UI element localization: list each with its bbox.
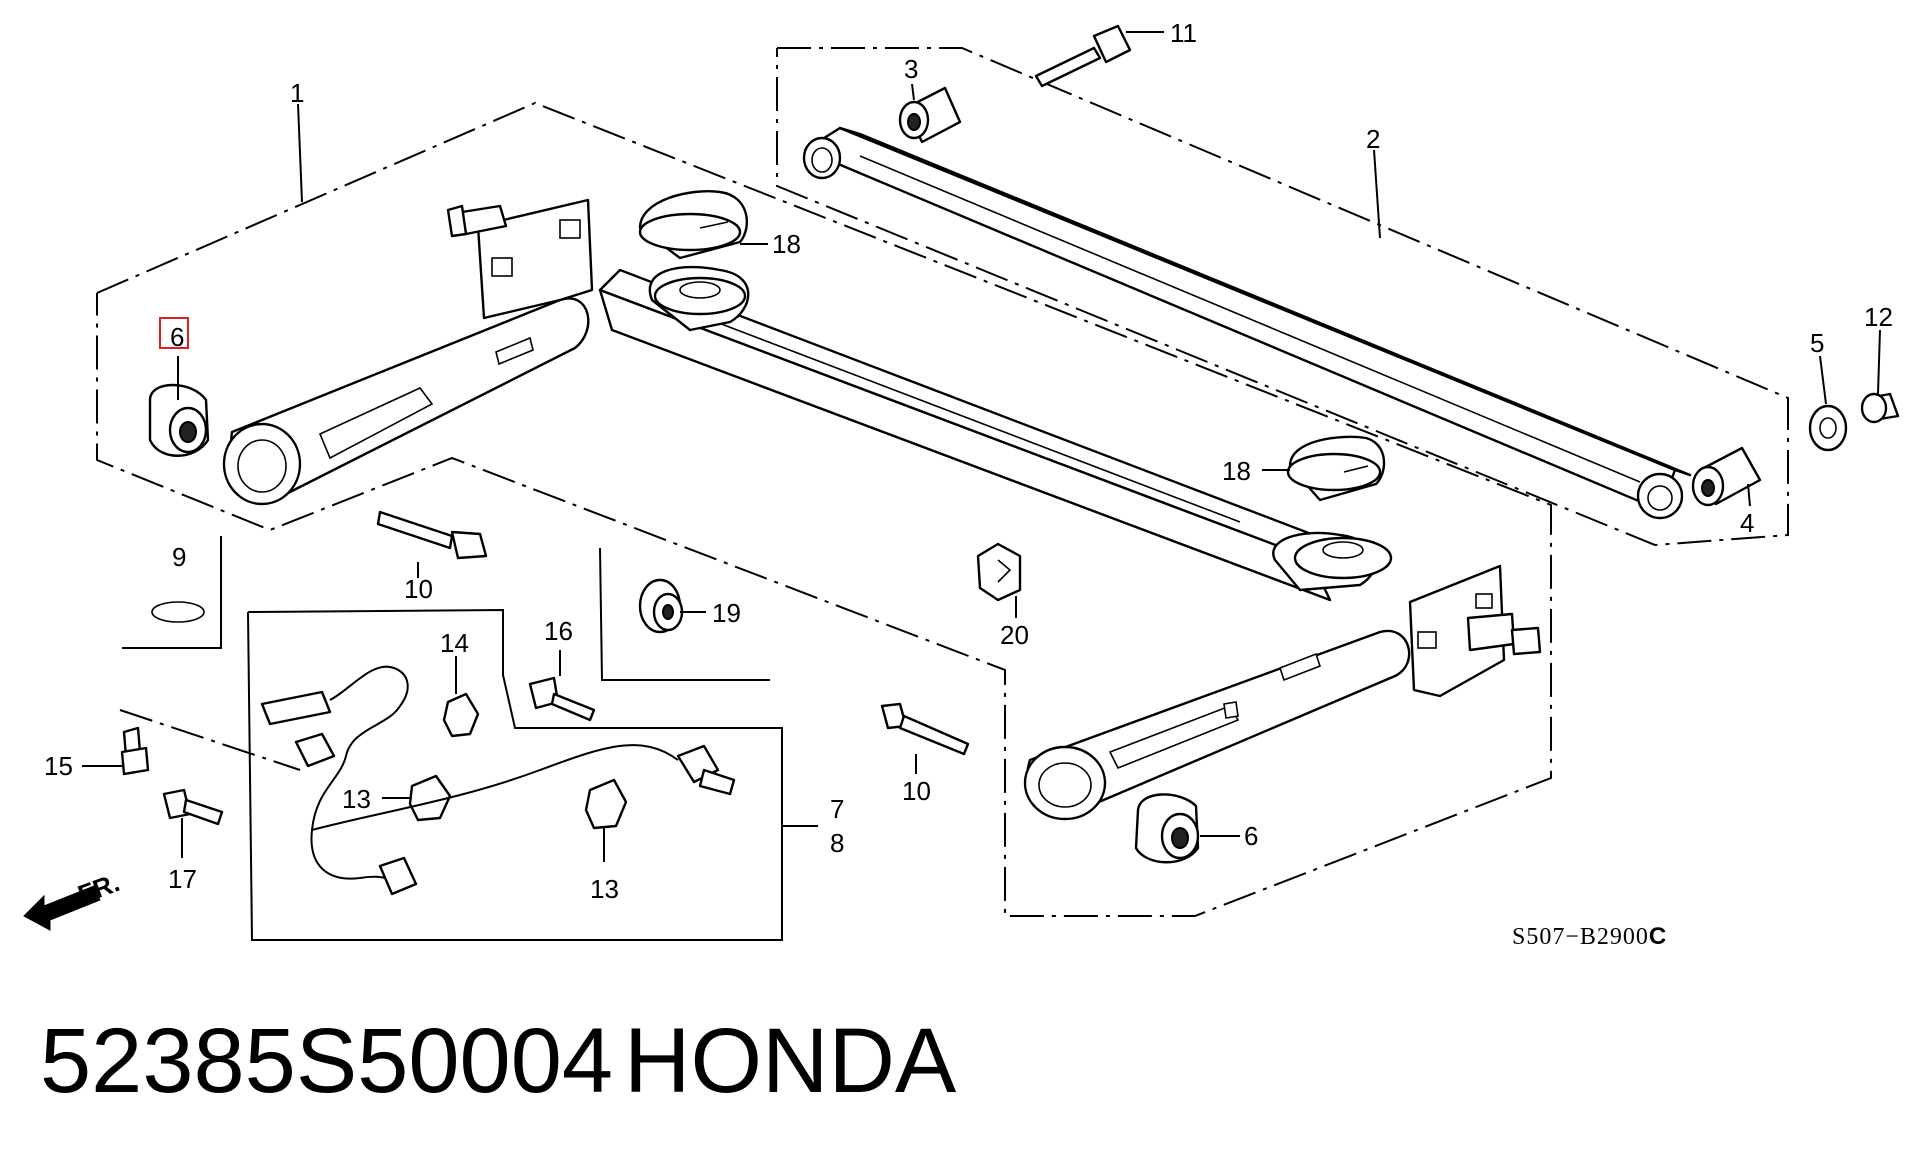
group-outlines [96, 47, 1789, 941]
callout-16: 16 [544, 616, 573, 646]
front-arrow: FR. [23, 867, 124, 931]
callout-15: 15 [44, 751, 73, 781]
callout-9: 9 [172, 542, 186, 572]
front-indicator-text: FR. [74, 867, 124, 910]
callout-10-bottom: 10 [902, 776, 931, 806]
abs-sensor-harness [260, 665, 736, 896]
callout-13-left: 13 [342, 784, 371, 814]
part-20-clip [976, 542, 1022, 602]
callout-18-right: 18 [1222, 456, 1251, 486]
part-10-bolt-top [376, 510, 488, 560]
lateral-rod [802, 126, 1692, 520]
part-16-bolt [528, 676, 596, 722]
reference-code-suffix: C [1649, 923, 1667, 950]
callout-8: 8 [830, 828, 844, 858]
part-12-nut [1860, 392, 1900, 424]
callout-18-top: 18 [772, 229, 801, 259]
part-15-bolt [120, 726, 150, 776]
part-11-bolt [1034, 24, 1132, 88]
part-14-clip [442, 692, 480, 738]
callout-14: 14 [440, 628, 469, 658]
part-4-bushing [1691, 446, 1762, 507]
callout-11: 11 [1170, 18, 1197, 48]
callout-10-top: 10 [404, 574, 433, 604]
callout-2: 2 [1366, 124, 1380, 154]
callout-1: 1 [290, 78, 304, 108]
callout-6-top[interactable]: 6 [170, 322, 184, 352]
reference-code-main: S507−B2900 [1512, 924, 1649, 950]
callout-13-bottom: 13 [590, 874, 619, 904]
callout-3: 3 [904, 54, 918, 84]
part-19-grommet [638, 578, 684, 634]
reference-code: S507−B2900C [1512, 923, 1667, 950]
callout-17: 17 [168, 864, 197, 894]
rear-axle-beam [222, 198, 1542, 821]
brand-name: HONDA [624, 1010, 957, 1112]
part-6-bushing-bottom [1134, 793, 1200, 864]
part-18-cap-right [1286, 435, 1386, 502]
callout-4: 4 [1740, 508, 1754, 538]
part-10-bolt-bottom [880, 702, 970, 756]
part-13-clip-bottom [584, 778, 628, 830]
part-18-cap-top [638, 190, 749, 260]
callout-7: 7 [830, 794, 844, 824]
part-6-bushing-top [148, 383, 210, 457]
part-17-bolt [162, 788, 224, 826]
callout-12: 12 [1864, 302, 1893, 332]
part-number: 52385S50004 [40, 1010, 613, 1112]
callout-19: 19 [712, 598, 741, 628]
callout-5: 5 [1810, 328, 1824, 358]
part-5-washer [1808, 404, 1848, 452]
callouts: 1 2 3 4 5 6 6 7 8 9 10 10 11 12 13 13 14… [44, 18, 1893, 904]
callout-6-bottom: 6 [1244, 821, 1258, 851]
selected-callout-highlight [159, 317, 189, 349]
part-9-o-ring [151, 601, 205, 623]
leader-lines [82, 31, 1881, 862]
part-3-bushing [898, 86, 962, 144]
part-13-clip-left [408, 774, 452, 822]
callout-20: 20 [1000, 620, 1029, 650]
